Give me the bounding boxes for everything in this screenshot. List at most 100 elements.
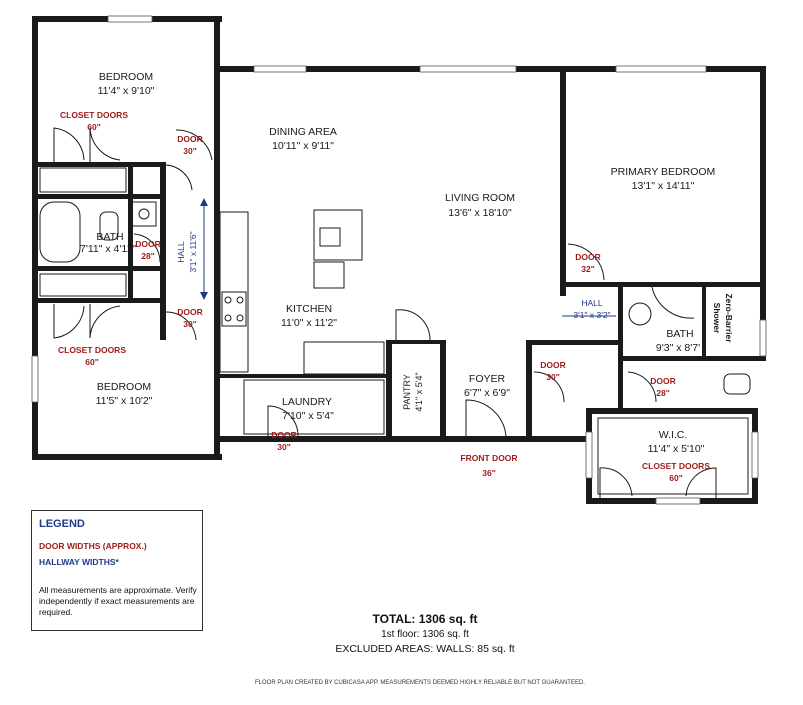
door-swings: [53, 127, 717, 498]
wall-closet2-top: [32, 298, 166, 303]
door-label-primary: DOOR: [575, 252, 601, 262]
closet-doors-label-2: CLOSET DOORS: [58, 345, 126, 355]
wall-foyer-right: [526, 340, 532, 442]
wall-wic-connector: [618, 356, 623, 412]
zero-barrier-label-2: Shower: [712, 303, 722, 334]
room-name-bedroom-2: BEDROOM: [97, 381, 151, 393]
room-dims-laundry: 7'10" x 5'4": [282, 410, 334, 422]
door-label-bed2: DOOR: [177, 307, 203, 317]
area-totals: TOTAL: 1306 sq. ft 1st floor: 1306 sq. f…: [300, 612, 550, 655]
door-size-laundry: 30": [277, 442, 291, 452]
room-dims-bedroom-2: 11'5" x 10'2": [96, 395, 153, 407]
first-floor-area: 1st floor: 1306 sq. ft: [381, 629, 469, 640]
room-name-bath-2: BATH: [666, 328, 693, 340]
fixtures: [39, 167, 751, 495]
front-door-size: 36": [482, 468, 496, 478]
wall-closet-top: [526, 340, 622, 345]
bathtub: [39, 201, 81, 263]
door-size-bed2: 30": [183, 319, 197, 329]
excluded-area: EXCLUDED AREAS: WALLS: 85 sq. ft: [335, 643, 515, 655]
legend-hallway-widths: HALLWAY WIDTHS*: [39, 557, 119, 567]
window-bath: [759, 319, 767, 357]
door-size-bed1: 30": [183, 146, 197, 156]
window-primary: [615, 65, 707, 73]
wall-left-block-right: [214, 16, 220, 460]
door-label-bath1: DOOR: [135, 239, 161, 249]
total-area: TOTAL: 1306 sq. ft: [372, 612, 478, 626]
washer-dryer-area: [243, 379, 385, 435]
wall-wic-top: [586, 408, 758, 414]
room-dims-bedroom-1: 11'4" x 9'10": [98, 85, 155, 97]
room-name-laundry: LAUNDRY: [282, 396, 332, 408]
door-size-primary: 32": [581, 264, 595, 274]
wic-shelving: [597, 417, 749, 495]
closet-doors-label-3: CLOSET DOORS: [642, 461, 710, 471]
dishwasher: [313, 261, 345, 289]
room-name-bath-1: BATH: [96, 231, 123, 243]
room-name-primary: PRIMARY BEDROOM: [611, 166, 716, 178]
door-size-bath2: 28": [656, 388, 670, 398]
linen-closet: [39, 167, 127, 193]
legend-door-widths: DOOR WIDTHS (APPROX.): [39, 541, 147, 551]
kitchen-island: [313, 209, 363, 261]
room-dims-dining: 10'11" x 9'11": [272, 140, 334, 152]
credit-line: FLOOR PLAN CREATED BY CUBICASA APP. MEAS…: [255, 680, 585, 686]
room-name-living: LIVING ROOM: [445, 192, 515, 204]
wall-primary-left: [560, 66, 566, 296]
wall-pantry-left: [386, 340, 392, 440]
room-dims-pantry: 4'1" x 5'4": [414, 372, 424, 411]
zero-barrier-label-1: Zero-Barrier: [724, 293, 734, 343]
room-name-bedroom-1: BEDROOM: [99, 71, 153, 83]
wall-bottom-main: [218, 436, 530, 442]
room-name-pantry: PANTRY: [402, 374, 412, 410]
wall-laundry-top: [218, 374, 388, 378]
primary-toilet: [723, 373, 751, 395]
closet-doors-size-2: 60": [85, 357, 99, 367]
room-name-kitchen: KITCHEN: [286, 303, 332, 315]
legend-box: LEGEND DOOR WIDTHS (APPROX.) HALLWAY WID…: [31, 510, 203, 631]
wall-left-outer: [32, 16, 38, 460]
toilet: [99, 211, 119, 241]
wall-bath-right: [128, 162, 133, 302]
wall-bath-left: [618, 282, 623, 358]
wall-right-outer: [760, 66, 766, 360]
wall-top-main: [218, 66, 566, 72]
hall-label-left: HALL: [176, 241, 186, 263]
room-name-wic: W.I.C.: [659, 429, 688, 441]
room-name-dining: DINING AREA: [269, 126, 337, 138]
hall-label-right: HALL: [581, 298, 603, 308]
door-label-laundry: DOOR: [271, 430, 297, 440]
hall-closet: [39, 273, 127, 297]
wall-bath-top: [32, 194, 166, 199]
kitchen-sink: [319, 227, 341, 247]
door-label-bath2: DOOR: [650, 376, 676, 386]
legend-note: All measurements are approximate. Verify…: [39, 585, 197, 617]
wall-bottom-left: [32, 454, 222, 460]
door-size-bath1: 28": [141, 251, 155, 261]
room-name-foyer: FOYER: [469, 373, 506, 385]
stove: [221, 291, 247, 327]
window-bed2: [31, 355, 39, 403]
hall-dimension-line: [200, 198, 616, 317]
wall-hall-left: [160, 162, 166, 302]
room-labels: BEDROOM 11'4" x 9'10" DINING AREA 10'11"…: [80, 71, 734, 455]
room-dims-bath-2: 9'3" x 8'7': [656, 342, 700, 354]
room-dims-bath-1: 7'11" x 4'11": [80, 243, 136, 255]
closet-doors-size-1: 60": [87, 122, 101, 132]
kitchen-counter: [219, 211, 249, 373]
hall-dims-left: 3'1" x 11'6": [188, 231, 198, 272]
wall-primary-bottom: [560, 282, 760, 287]
wall-bed2-right: [160, 300, 166, 340]
bath-sink: [131, 201, 157, 227]
closet-doors-size-3: 60": [669, 473, 683, 483]
window-bed1: [107, 15, 153, 23]
wall-shower: [702, 282, 706, 358]
door-labels: CLOSET DOORS 60" DOOR 30" DOOR 28" DOOR …: [58, 110, 710, 483]
windows: [31, 15, 767, 505]
front-door-label: FRONT DOOR: [460, 453, 517, 463]
window-dining: [253, 65, 307, 73]
room-dims-kitchen: 11'0" x 11'2": [281, 317, 337, 329]
door-label-bed1: DOOR: [177, 134, 203, 144]
window-wic-right: [751, 431, 759, 479]
